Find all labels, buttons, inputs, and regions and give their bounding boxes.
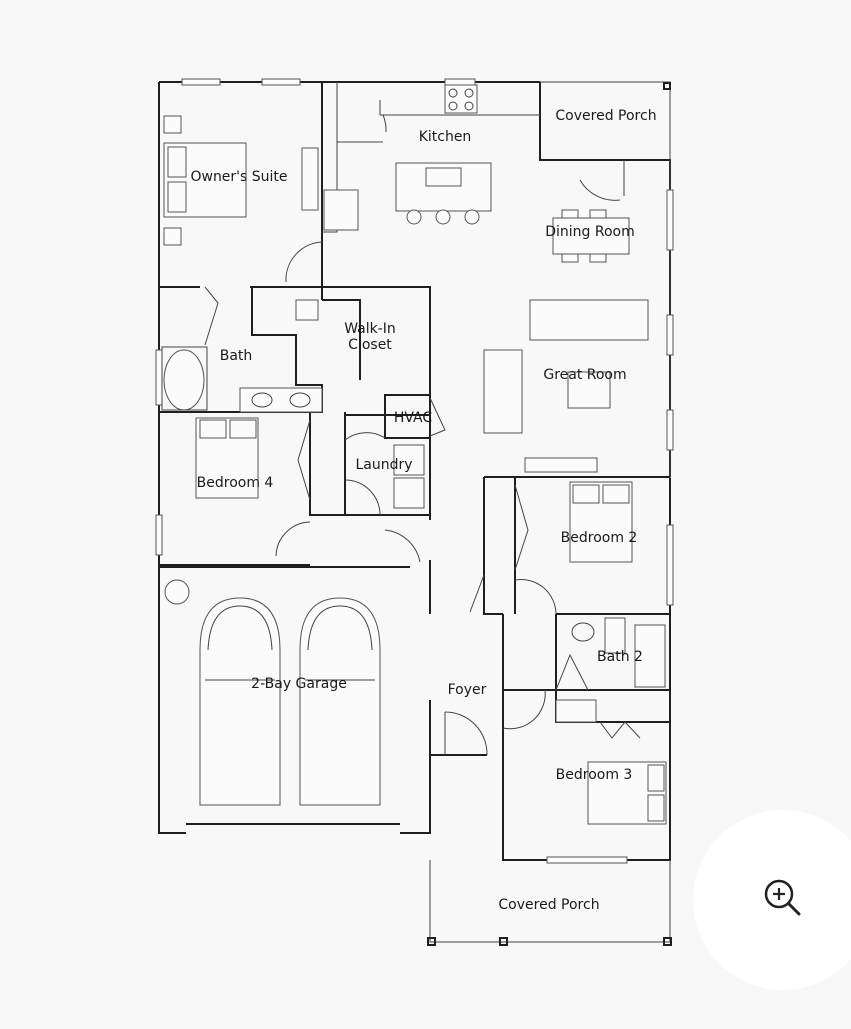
room-label-dining-room: Dining Room (545, 224, 635, 240)
living-fixtures (483, 160, 649, 473)
room-label-bedroom-4: Bedroom 4 (197, 475, 274, 491)
room-label-covered-porch-bottom: Covered Porch (498, 897, 599, 913)
room-label-covered-porch-top: Covered Porch (555, 108, 656, 124)
zoom-in-button[interactable] (693, 810, 851, 990)
room-label-hvac: HVAC (394, 410, 433, 426)
owners-suite-fixtures (163, 115, 323, 283)
foyer-door (444, 711, 488, 756)
room-label-laundry: Laundry (355, 457, 412, 473)
zoom-in-icon (764, 879, 801, 916)
garage-fixtures (164, 579, 381, 806)
exterior-walls (155, 78, 674, 946)
room-label-owners-suite: Owner's Suite (190, 169, 287, 185)
room-label-walk-in-closet-1: Walk-In (344, 321, 396, 337)
bedroom-4-fixtures (195, 417, 311, 557)
room-label-bedroom-2: Bedroom 2 (561, 530, 638, 546)
utility-fixtures (344, 397, 446, 563)
bedroom-3-fixtures (502, 689, 667, 825)
bath-fixtures (161, 286, 323, 413)
room-label-garage: 2-Bay Garage (251, 676, 347, 692)
room-label-bath-2: Bath 2 (597, 649, 643, 665)
bath-2-fixtures (555, 617, 666, 723)
room-label-bath: Bath (220, 348, 253, 364)
room-label-bedroom-3: Bedroom 3 (556, 767, 633, 783)
room-label-kitchen: Kitchen (419, 129, 472, 145)
room-label-great-room: Great Room (543, 367, 626, 383)
room-label-foyer: Foyer (448, 682, 487, 698)
bedroom-2-fixtures (469, 481, 633, 615)
room-label-walk-in-closet-2: Closet (348, 337, 392, 353)
kitchen-fixtures (322, 82, 540, 233)
